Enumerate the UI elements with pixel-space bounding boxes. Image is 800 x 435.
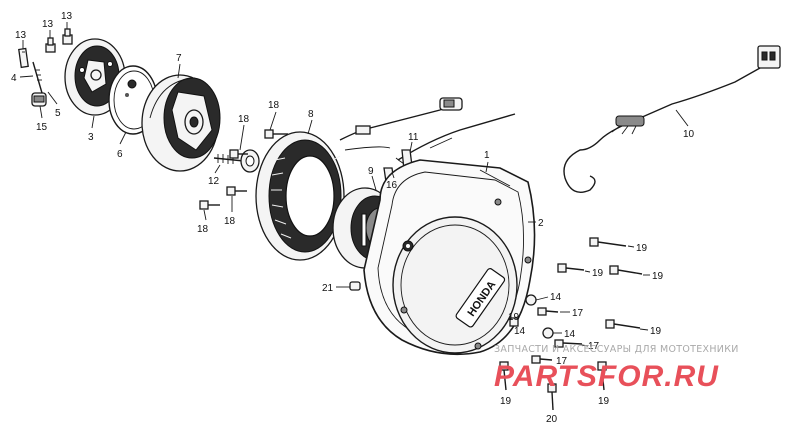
label-4: 4: [11, 73, 17, 84]
part-bolt-19-c: [609, 265, 643, 275]
part-washer-14-b: [542, 327, 554, 339]
label-18-bottom: 18: [197, 224, 209, 235]
label-6: 6: [117, 149, 123, 160]
watermark-caption: ЗАПЧАСТИ И АКСЕССУАРЫ ДЛЯ МОТОТЕХНИКИ: [494, 344, 739, 355]
label-10: 10: [683, 129, 695, 140]
part-bolt-13-mid: [45, 37, 56, 53]
part-bolt-17-b: [554, 339, 583, 348]
label-14-a: 14: [550, 292, 562, 303]
part-cover-1: HONDA: [363, 159, 536, 356]
label-16: 16: [386, 180, 398, 191]
part-bolt-13-right: [62, 28, 73, 45]
part-bolt-18-b: [229, 149, 248, 159]
part-bolt-17-c: [531, 355, 553, 364]
part-bolt-19-b: [557, 263, 585, 273]
label-19-g: 19: [598, 396, 610, 407]
label-19-e: 19: [508, 312, 520, 323]
part-bolt-17-a: [537, 307, 559, 316]
part-harness-10: [563, 45, 781, 193]
label-5: 5: [55, 108, 61, 119]
part-dowel-21: [349, 281, 361, 291]
label-18-low: 18: [224, 216, 236, 227]
part-bolt-19-e: [499, 361, 509, 391]
part-bolt-13-left: [18, 47, 29, 69]
part-stator-8: [255, 97, 463, 261]
label-17-c: 17: [556, 356, 568, 367]
label-21: 21: [322, 283, 334, 294]
label-7: 7: [176, 53, 182, 64]
watermark: ЗАПЧАСТИ И АКСЕССУАРЫ ДЛЯ МОТОТЕХНИКИ PA…: [494, 344, 739, 393]
part-bolt-12: [213, 149, 260, 173]
label-13-mid: 13: [42, 19, 54, 30]
part-pin-4: [32, 61, 43, 94]
label-13-left: 13: [15, 30, 27, 41]
label-18-mid: 18: [238, 114, 250, 125]
label-19-f: 19: [500, 396, 512, 407]
label-2: 2: [538, 218, 544, 229]
part-bolt-18-d: [199, 200, 220, 210]
leader-lines: [19, 22, 689, 347]
part-bolt-19-a: [589, 237, 627, 247]
part-bolt-19-d: [605, 319, 641, 329]
label-13-right: 13: [61, 11, 73, 22]
label-12: 12: [208, 176, 220, 187]
part-bolt-18-c: [226, 186, 247, 196]
label-19-c: 19: [652, 271, 664, 282]
part-cap-15: [31, 92, 47, 107]
part-washer-14-a: [525, 294, 537, 306]
label-11: 11: [408, 132, 419, 143]
part-flywheel-7: [141, 74, 221, 172]
label-19-d: 19: [650, 326, 662, 337]
label-17-a: 17: [572, 308, 584, 319]
watermark-brand: PARTSFOR.RU: [494, 360, 719, 393]
label-18-top: 18: [268, 100, 280, 111]
label-17-b: 17: [588, 341, 600, 352]
label-19-b: 19: [592, 268, 604, 279]
label-14-b: 14: [514, 326, 526, 337]
label-1: 1: [484, 150, 490, 161]
part-bolt-19-f: [597, 361, 607, 391]
label-20: 20: [546, 414, 558, 425]
part-bolt-18-a: [264, 129, 288, 139]
label-14-c: 14: [564, 329, 576, 340]
label-15: 15: [36, 122, 48, 133]
callout-labels: 13 13 13 4 5 15 3 6 7 12 18 18 8 9 18 18…: [11, 11, 695, 425]
part-bolt-20: [547, 383, 557, 411]
label-3: 3: [88, 132, 94, 143]
label-19-a: 19: [636, 243, 648, 254]
label-8: 8: [308, 109, 314, 120]
part-bolt-18-right: [509, 317, 519, 327]
label-9: 9: [368, 166, 374, 177]
